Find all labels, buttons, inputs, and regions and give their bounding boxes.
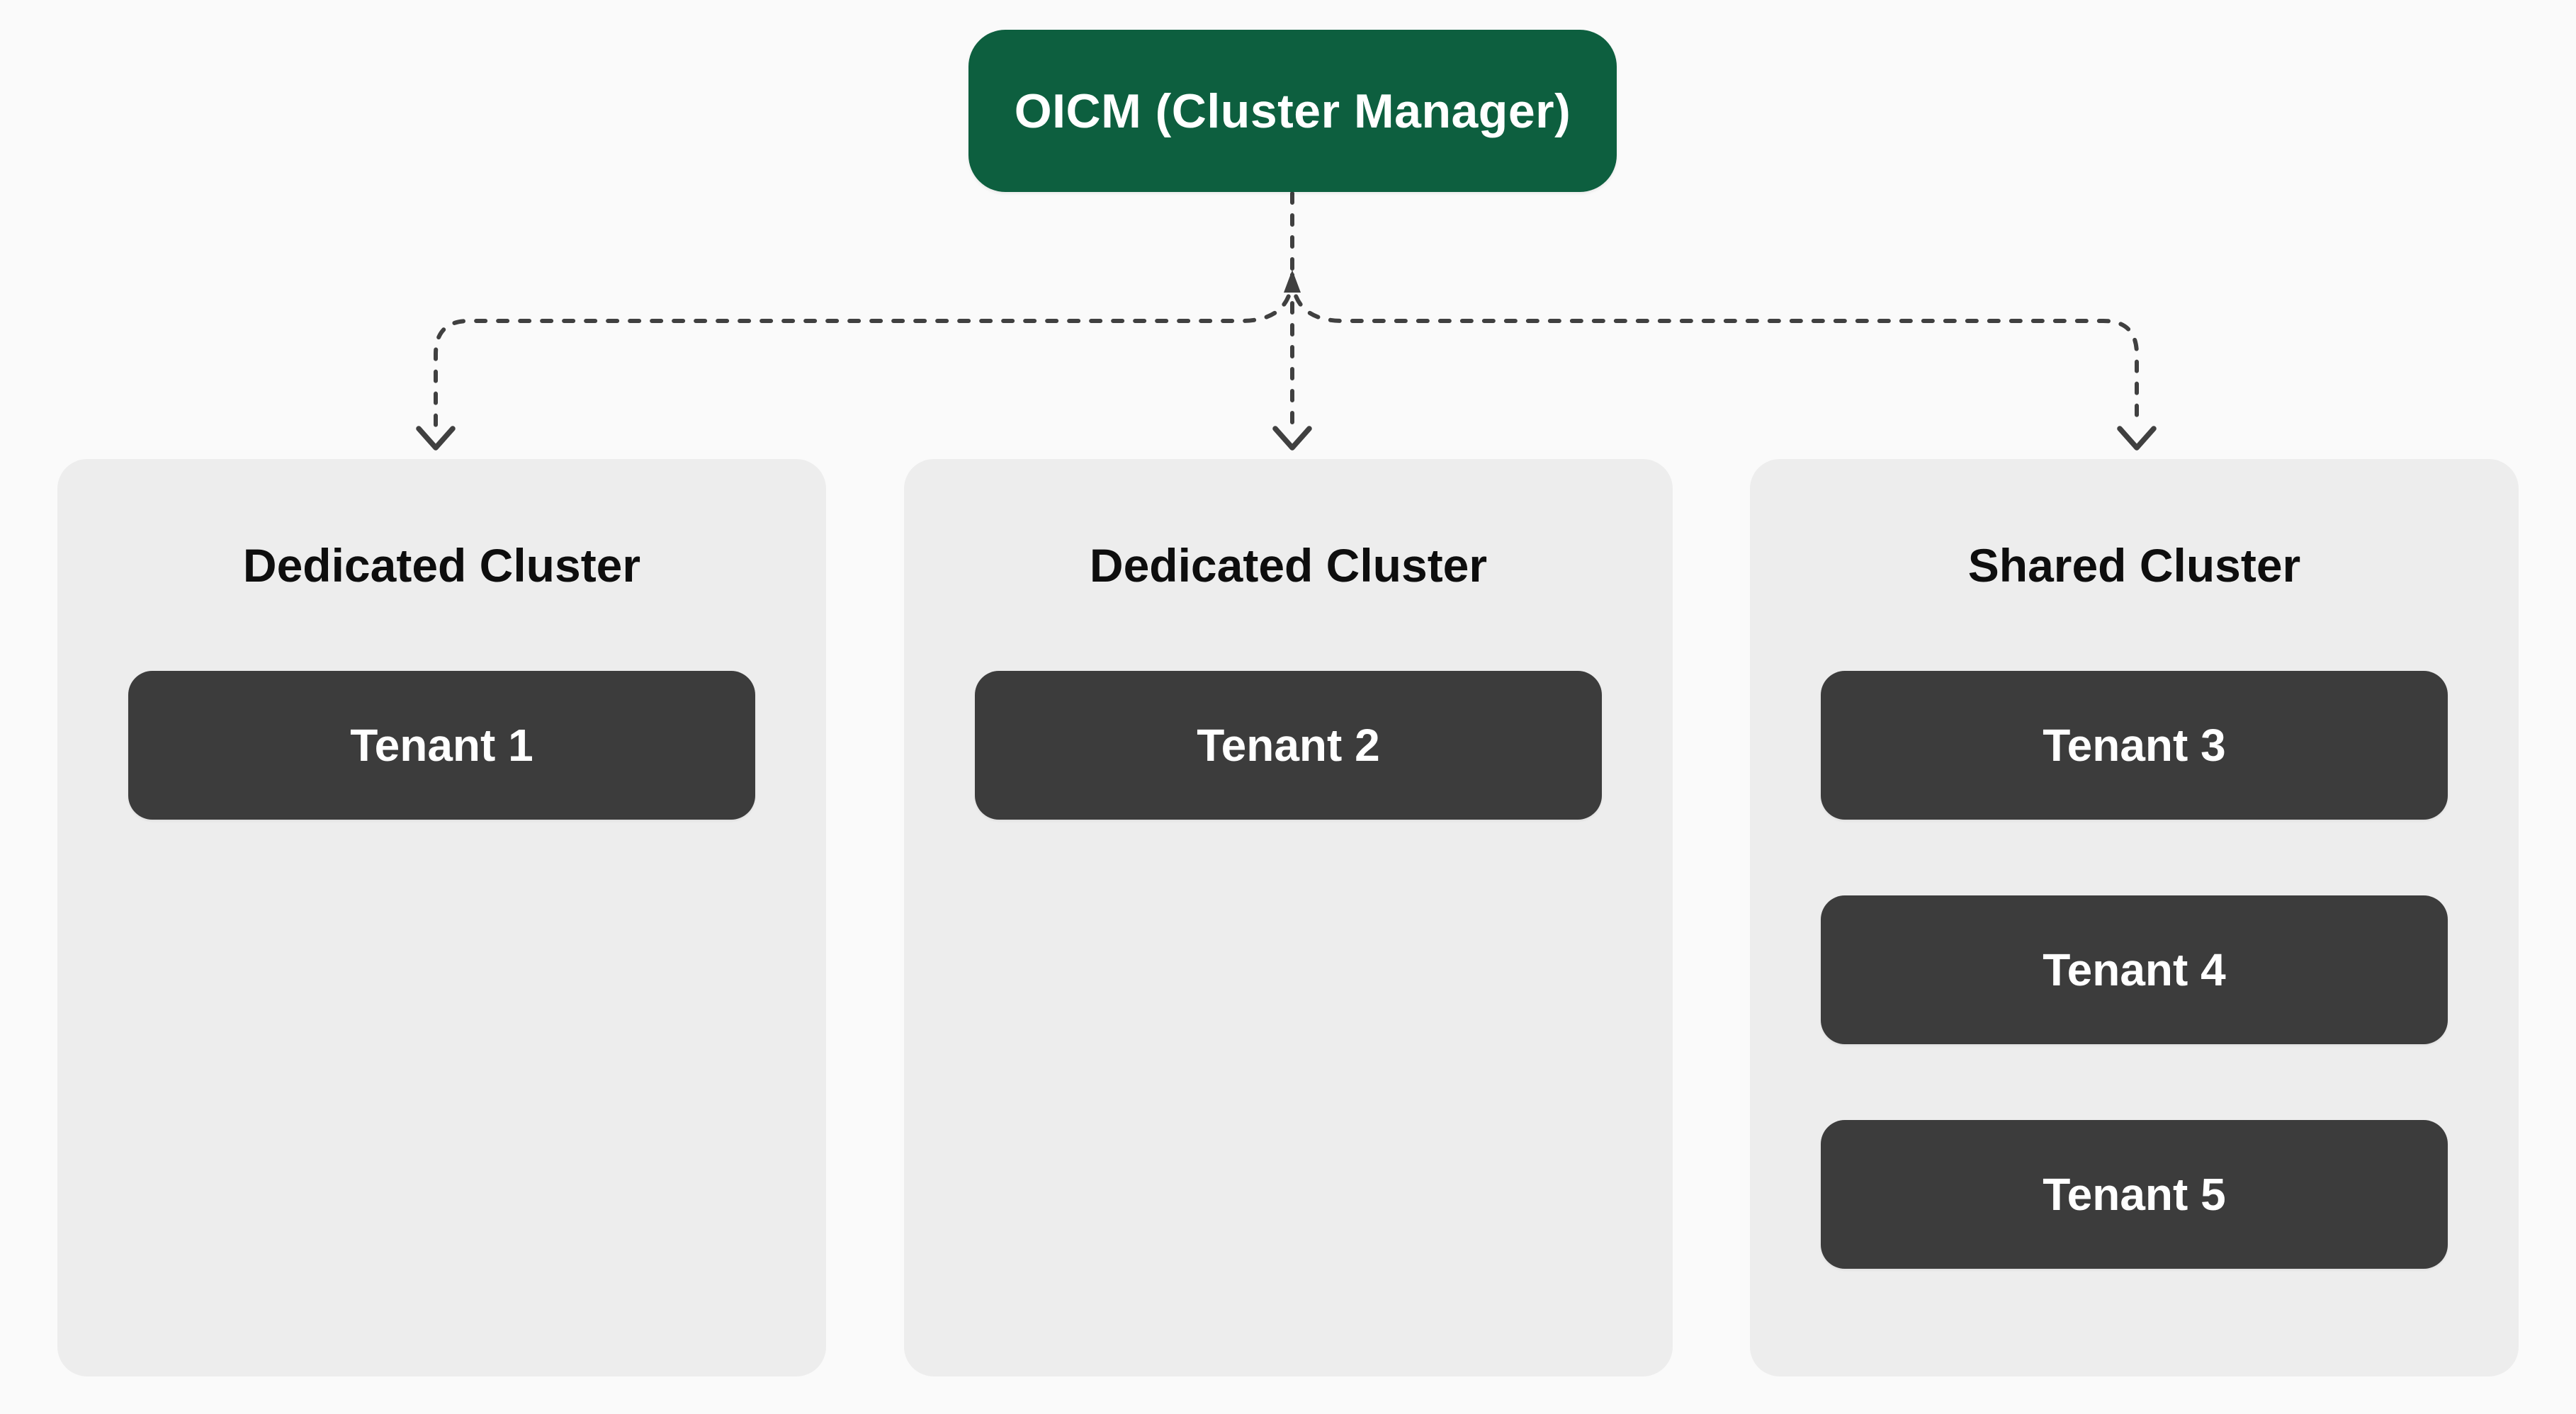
tenant-label: Tenant 2: [1197, 720, 1380, 771]
arrowhead-down-right-icon: [2117, 426, 2157, 451]
tenant-list: Tenant 1: [57, 671, 826, 895]
root-node-oicm: OICM (Cluster Manager): [968, 30, 1617, 192]
tenant-node-1: Tenant 1: [128, 671, 755, 820]
tenant-list: Tenant 3 Tenant 4 Tenant 5: [1750, 671, 2519, 1345]
cluster-title: Dedicated Cluster: [1089, 539, 1488, 592]
cluster-card-dedicated-2: Dedicated Cluster Tenant 2: [904, 459, 1673, 1376]
tenant-node-3: Tenant 3: [1821, 671, 2448, 820]
tenant-node-2: Tenant 2: [975, 671, 1602, 820]
cluster-title: Shared Cluster: [1967, 539, 2301, 592]
cluster-title: Dedicated Cluster: [242, 539, 641, 592]
tenant-label: Tenant 1: [350, 720, 533, 771]
tenant-list: Tenant 2: [904, 671, 1673, 895]
arrowhead-down-left-icon: [416, 426, 456, 451]
cluster-card-dedicated-1: Dedicated Cluster Tenant 1: [57, 459, 826, 1376]
arrowhead-down-center-icon: [1272, 426, 1312, 451]
root-node-label: OICM (Cluster Manager): [1014, 84, 1571, 138]
junction-mark: [1284, 270, 1301, 293]
connector-left: [434, 273, 1294, 429]
connector-right: [1290, 273, 2139, 429]
cluster-card-shared: Shared Cluster Tenant 3 Tenant 4 Tenant …: [1750, 459, 2519, 1376]
tenant-node-4: Tenant 4: [1821, 895, 2448, 1044]
tenant-label: Tenant 3: [2043, 720, 2226, 771]
tenant-label: Tenant 4: [2043, 944, 2226, 995]
tenant-node-5: Tenant 5: [1821, 1120, 2448, 1269]
tenant-label: Tenant 5: [2043, 1169, 2226, 1220]
